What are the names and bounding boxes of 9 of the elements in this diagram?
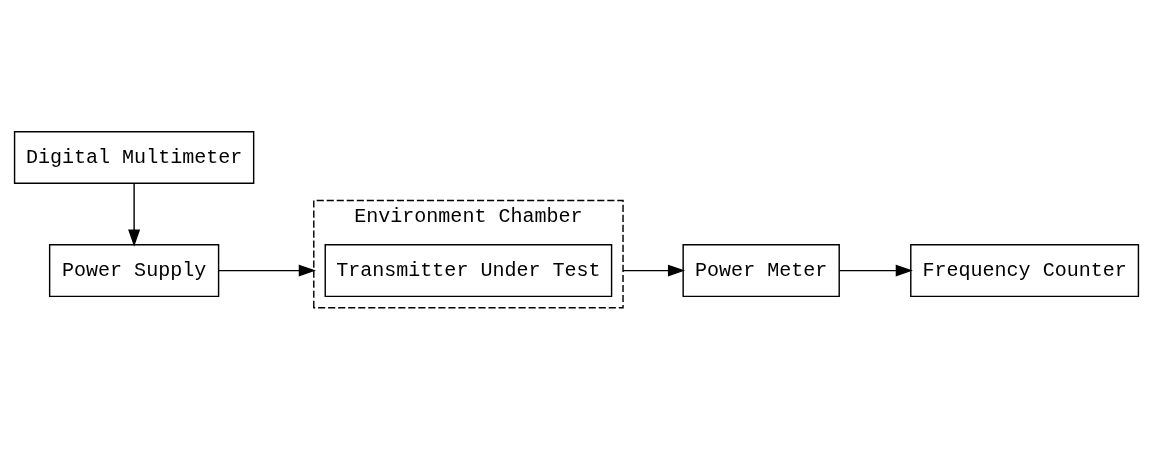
arrow <box>218 264 316 277</box>
node-box: Digital Multimeter <box>13 130 255 184</box>
node-box: Transmitter Under Test <box>324 243 613 297</box>
node-box: Power Meter <box>682 243 840 297</box>
node-box: Frequency Counter <box>910 243 1140 297</box>
arrow <box>128 182 141 247</box>
arrow <box>622 264 686 277</box>
arrow <box>838 264 913 277</box>
node-box: Power Supply <box>48 243 220 297</box>
